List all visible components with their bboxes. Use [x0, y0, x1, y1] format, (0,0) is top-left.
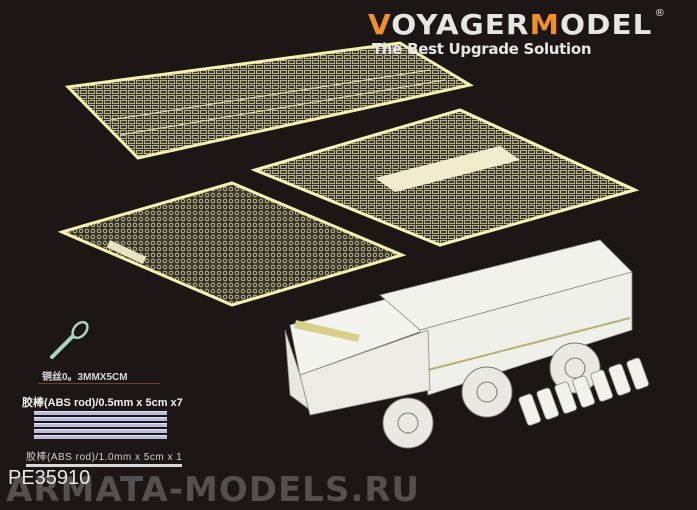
pe-sheet-a: [64, 41, 475, 160]
pe-sheet-c: [57, 181, 407, 307]
rod: [34, 435, 167, 439]
product-illustration: [50, 41, 649, 449]
product-code: PE35910: [8, 467, 91, 489]
rod-thick: [26, 464, 182, 467]
rod: [34, 423, 167, 427]
logo-text-oyager: OYAGER: [391, 8, 530, 41]
rod: [34, 411, 167, 415]
logo-letter-v: V: [368, 8, 392, 41]
rod: [34, 417, 167, 421]
rod-thin-group: [34, 411, 167, 441]
divider: [38, 383, 160, 384]
rod: [34, 429, 167, 433]
brand-tagline: The Best Upgrade Solution: [372, 40, 592, 58]
pe-sheet-b: [250, 108, 640, 247]
brand-logo: VOYAGERMODEL®: [368, 8, 666, 41]
vehicle-illustration: [284, 239, 633, 449]
logo-letter-m: M: [529, 8, 560, 41]
rod-thin-label: 胶棒(ABS rod)/0.5mm x 5cm x7: [22, 397, 183, 409]
rod-thick-label: 胶棒(ABS rod)/1.0mm x 5cm x 1: [26, 452, 183, 463]
seats-illustration: [518, 357, 649, 426]
registered-mark: ®: [654, 8, 667, 19]
wire-label: 铜丝0。3MMX5CM: [42, 372, 128, 383]
logo-text-odel: ODEL: [559, 8, 653, 41]
wire-loop-icon: [50, 320, 89, 359]
